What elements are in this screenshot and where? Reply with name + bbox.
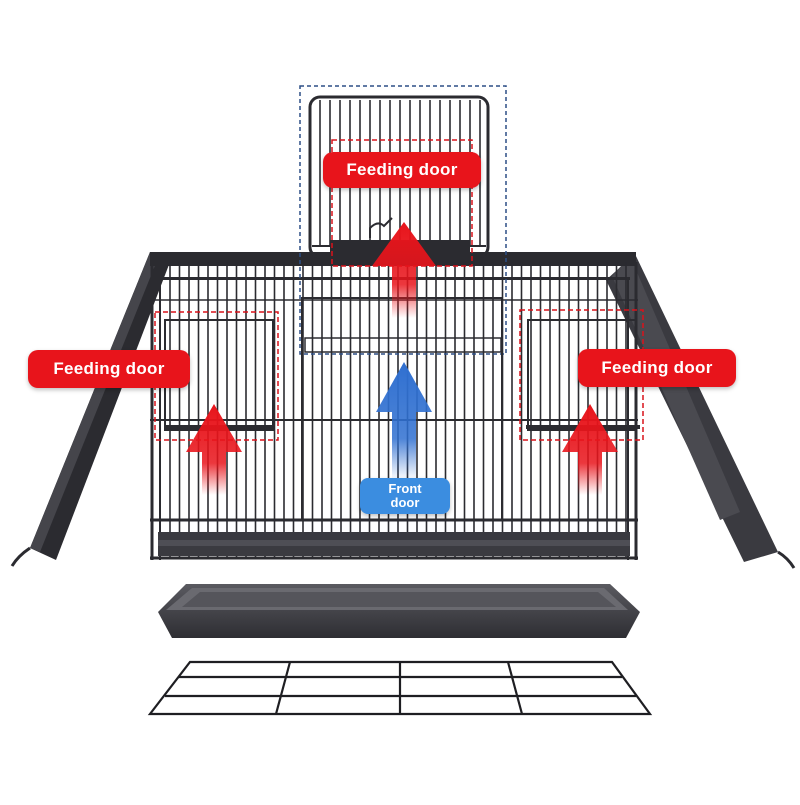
arrow-up-blue-icon	[376, 362, 432, 480]
floor-grid	[147, 660, 653, 716]
arrow-up-red-icon	[186, 404, 242, 495]
right-ramp	[606, 254, 796, 569]
tray	[158, 584, 640, 638]
arrow-up-red-icon	[562, 404, 618, 495]
left-ramp	[10, 252, 170, 567]
front-door-label: Front door	[360, 478, 450, 514]
left-feeding-door-label: Feeding door	[28, 350, 190, 388]
arrow-up-red-icon	[372, 222, 436, 318]
top-feeding-door-label: Feeding door	[323, 152, 481, 188]
right-feeding-door-label: Feeding door	[578, 349, 736, 387]
top-door-outline	[299, 85, 507, 355]
cage-base	[158, 532, 630, 556]
